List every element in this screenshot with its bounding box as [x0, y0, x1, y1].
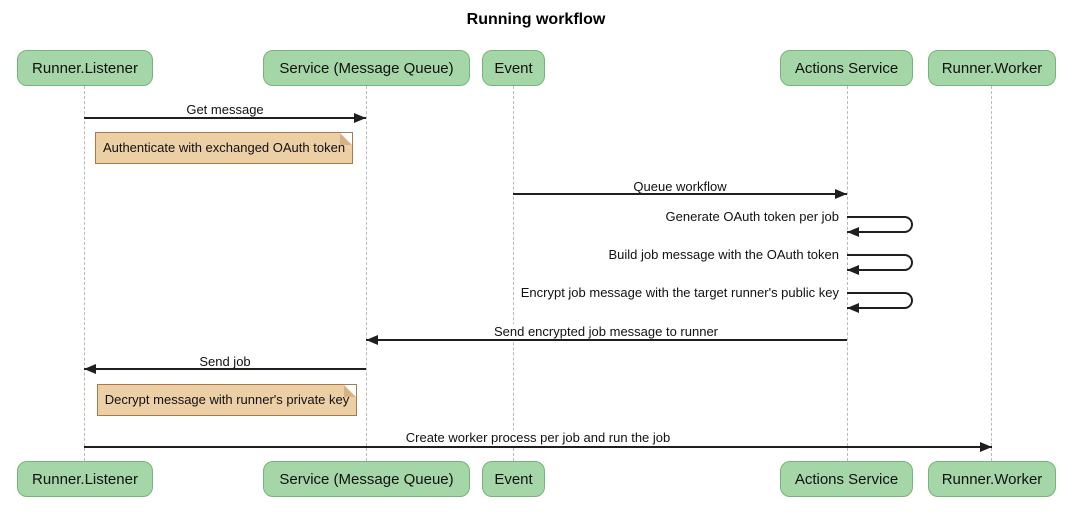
diagram-title: Running workflow: [466, 11, 606, 28]
actor-bottom-event: Event: [482, 461, 545, 497]
note-decrypt: Decrypt message with runner's private ke…: [97, 384, 357, 416]
actor-bottom-service-message-queue: Service (Message Queue): [263, 461, 470, 497]
msg-send-job-line: [84, 368, 366, 370]
msg-create-worker-label: Create worker process per job and run th…: [402, 430, 674, 446]
msg-get-message-line: [84, 117, 366, 119]
lifeline-runner-worker: [991, 86, 992, 461]
arrowhead-left-icon: [847, 227, 859, 237]
arrowhead-right-icon: [980, 442, 992, 452]
actor-bottom-runner-listener: Runner.Listener: [17, 461, 153, 497]
actor-bottom-actions-service: Actions Service: [780, 461, 913, 497]
arrowhead-right-icon: [835, 189, 847, 199]
arrowhead-right-icon: [354, 113, 366, 123]
msg-create-worker-line: [84, 446, 992, 448]
msg-send-encrypted-line: [366, 339, 847, 341]
actor-top-runner-listener: Runner.Listener: [17, 50, 153, 86]
msg-generate-oauth-self-loop: [847, 216, 913, 233]
msg-get-message-label: Get message: [183, 102, 267, 118]
arrowhead-left-icon: [84, 364, 96, 374]
actor-top-runner-worker: Runner.Worker: [928, 50, 1056, 86]
actor-bottom-runner-worker: Runner.Worker: [928, 461, 1056, 497]
msg-encrypt-job-message-self-loop: [847, 292, 913, 309]
msg-build-job-message-self-loop: [847, 254, 913, 271]
actor-top-service-message-queue: Service (Message Queue): [263, 50, 470, 86]
arrowhead-left-icon: [366, 335, 378, 345]
lifeline-runner-listener: [84, 86, 85, 461]
arrowhead-left-icon: [847, 303, 859, 313]
lifeline-service-message-queue: [366, 86, 367, 461]
msg-send-job-label: Send job: [196, 354, 254, 370]
note-authenticate: Authenticate with exchanged OAuth token: [95, 132, 353, 164]
msg-queue-workflow-label: Queue workflow: [630, 179, 730, 195]
actor-top-event: Event: [482, 50, 545, 86]
msg-generate-oauth-label: Generate OAuth token per job: [662, 209, 842, 225]
msg-encrypt-job-message-label: Encrypt job message with the target runn…: [517, 285, 842, 301]
msg-build-job-message-label: Build job message with the OAuth token: [605, 247, 842, 263]
msg-send-encrypted-label: Send encrypted job message to runner: [490, 324, 722, 340]
actor-top-actions-service: Actions Service: [780, 50, 913, 86]
arrowhead-left-icon: [847, 265, 859, 275]
lifeline-event: [513, 86, 514, 461]
msg-queue-workflow-line: [513, 193, 847, 195]
